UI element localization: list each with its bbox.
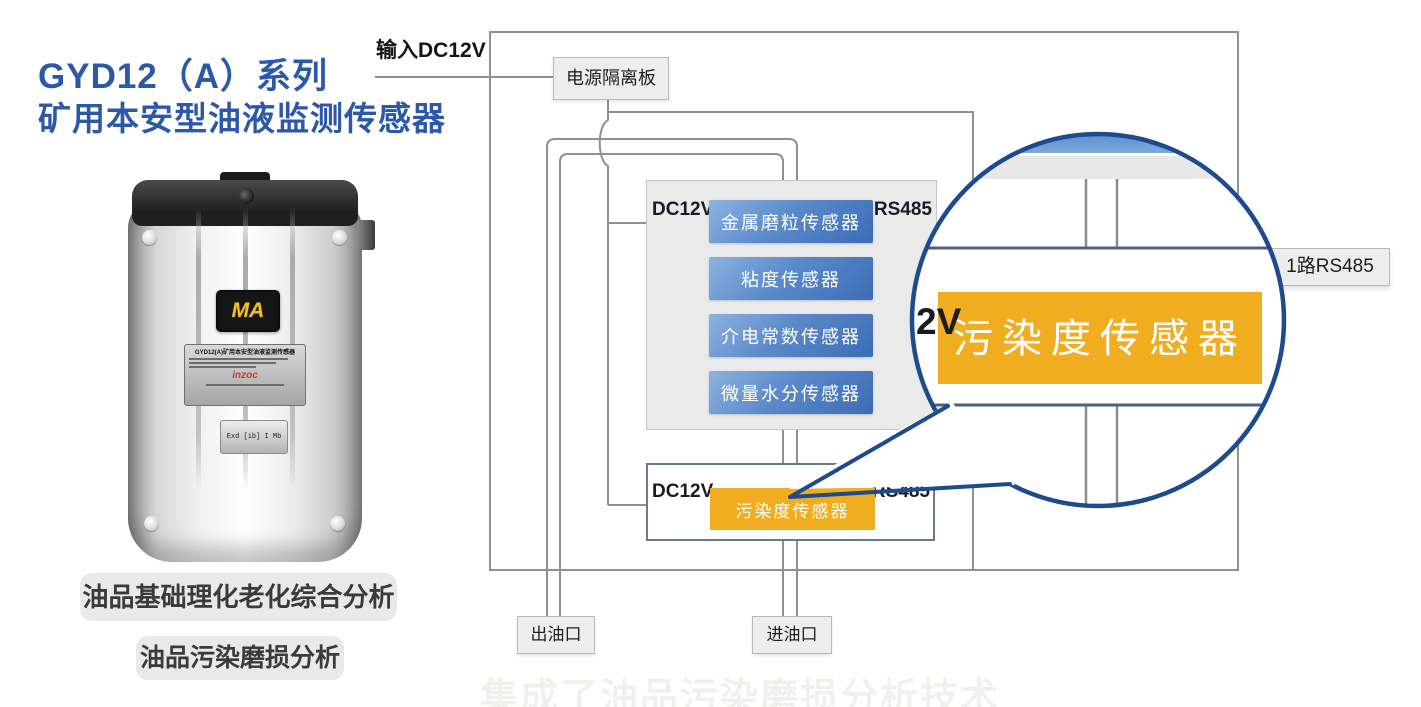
- sensor-group-bus-label: RS485: [873, 199, 932, 220]
- product-nameplate: GYD12(A)矿用本安型油液监测传感器 inzoc: [184, 344, 306, 406]
- feature-badge-analysis: 油品基础理化老化综合分析: [80, 573, 397, 621]
- oil-inlet-box: 进油口: [752, 616, 832, 654]
- rs485-output-label: 1路RS485: [1270, 248, 1390, 286]
- dielectric-sensor-box: 介电常数传感器: [709, 314, 873, 357]
- product-title: 矿用本安型油液监测传感器: [38, 100, 446, 137]
- magnifier-ring: [909, 131, 1287, 509]
- ma-certification-badge: MA: [216, 290, 280, 332]
- screw: [144, 516, 159, 531]
- sensor-group-power-label: DC12V: [652, 199, 714, 220]
- viscosity-sensor-box: 粘度传感器: [709, 257, 873, 300]
- nameplate-line: [189, 358, 288, 360]
- nameplate-title: GYD12(A)矿用本安型油液监测传感器: [194, 350, 295, 356]
- explosion-proof-marking: Exd [ib] I Mb: [220, 420, 288, 454]
- nameplate-line: [189, 366, 257, 368]
- oil-outlet-box: 出油口: [517, 616, 595, 654]
- screw: [142, 230, 157, 245]
- magnified-content: 污染度传感器 2V: [914, 136, 1282, 504]
- sensor-group-panel: DC12V RS485 金属磨粒传感器 粘度传感器 介电常数传感器 微量水分传感…: [646, 180, 937, 430]
- magnified-panel-edge: [960, 156, 1235, 179]
- product-side-connector: [357, 220, 375, 250]
- contamination-power-label: DC12V: [652, 481, 714, 502]
- series-title: GYD12（A）系列: [38, 57, 329, 96]
- product-photo: MA GYD12(A)矿用本安型油液监测传感器 inzoc Exd [ib] I…: [128, 172, 375, 562]
- nameplate-line: [189, 362, 277, 364]
- ma-logo-text: MA: [231, 299, 265, 322]
- magnified-pipes: [1084, 179, 1119, 504]
- magnified-power-label: 2V: [916, 301, 962, 342]
- magnifier-pointer-edges: [788, 404, 1012, 499]
- metal-particle-sensor-box: 金属磨粒传感器: [709, 200, 873, 243]
- product-top-knob: [238, 188, 254, 204]
- input-power-label: 输入DC12V: [376, 39, 486, 62]
- nameplate-line: [205, 384, 285, 386]
- screw: [332, 230, 347, 245]
- moisture-sensor-box: 微量水分传感器: [709, 371, 873, 414]
- screw: [330, 516, 345, 531]
- brand-logo: inzoc: [232, 370, 258, 381]
- magnified-contamination-sensor: [938, 292, 1262, 384]
- footer-watermark: 集成了油品污染磨损分析技术: [479, 677, 1000, 707]
- power-isolation-board: 电源隔离板: [553, 57, 669, 100]
- feature-badge-wear: 油品污染磨损分析: [136, 636, 344, 680]
- magnified-sensor-label: 污染度传感器: [953, 317, 1247, 361]
